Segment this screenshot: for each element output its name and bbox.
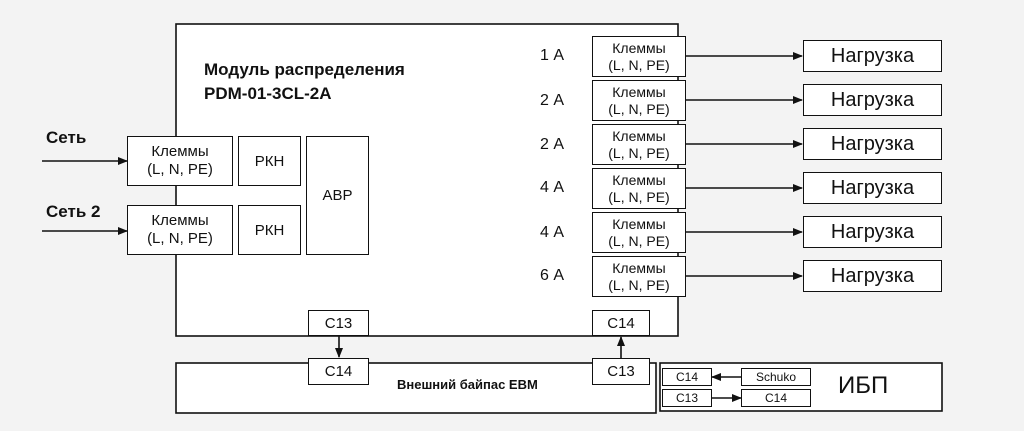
- output-terminals: [592, 80, 686, 121]
- output-rating: 4 А: [540, 224, 565, 241]
- terminals-label: Клеммы: [612, 215, 666, 232]
- terminals-phases-label: (L, N, PE): [608, 188, 670, 205]
- grid1-label: Сеть: [46, 128, 87, 147]
- load-label: Нагрузка: [830, 264, 915, 287]
- terminals-phases-label: (L, N, PE): [147, 161, 213, 178]
- bypass-c14-label: C14: [324, 363, 353, 380]
- output-terminals: [592, 212, 686, 253]
- terminals-phases-label: (L, N, PE): [608, 56, 670, 73]
- output-terminals: [592, 256, 686, 297]
- bypass-title: Внешний байпас ЕВМ: [397, 377, 538, 392]
- load-box: [803, 40, 942, 72]
- output-terminals-label: Клеммы (L, N, PE): [592, 124, 686, 165]
- terminals-phases-label: (L, N, PE): [608, 232, 670, 249]
- terminals-label: Клеммы: [612, 39, 666, 56]
- output-terminals: [592, 36, 686, 77]
- cable-c13-connector: [662, 389, 712, 407]
- module-model: PDM-01-3CL-2A: [204, 84, 332, 103]
- rkn-2-label: РКН: [254, 221, 285, 239]
- output-terminals-label: Клеммы (L, N, PE): [592, 36, 686, 77]
- output-terminals-label: Клеммы (L, N, PE): [592, 168, 686, 209]
- rkn-2: [238, 205, 301, 255]
- terminals-phases-label: (L, N, PE): [147, 230, 213, 247]
- output-terminals-label: Клеммы (L, N, PE): [592, 80, 686, 121]
- load-label: Нагрузка: [830, 176, 915, 199]
- ups-c14-label: C14: [764, 391, 787, 405]
- input-terminals-2: [127, 205, 233, 255]
- terminals-label: Клеммы: [612, 83, 666, 100]
- rkn-1-label: РКН: [254, 152, 285, 170]
- load-box: [803, 128, 942, 160]
- terminals-phases-label: (L, N, PE): [608, 100, 670, 117]
- terminals-label: Клеммы: [612, 171, 666, 188]
- output-terminals: [592, 168, 686, 209]
- grid2-label: Сеть 2: [46, 202, 101, 221]
- load-box: [803, 84, 942, 116]
- output-rating: 6 А: [540, 267, 565, 284]
- bypass-c13-connector: [592, 358, 650, 385]
- input-terminals-2-label: Клеммы (L, N, PE): [127, 205, 233, 255]
- output-terminals: [592, 124, 686, 165]
- avr-label: АВР: [322, 187, 353, 204]
- ups-schuko-connector: [741, 368, 811, 386]
- load-label: Нагрузка: [830, 44, 915, 67]
- terminals-phases-label: (L, N, PE): [608, 144, 670, 161]
- bypass-outline: [175, 362, 657, 414]
- load-box: [803, 172, 942, 204]
- terminals-label: Клеммы: [612, 127, 666, 144]
- output-rating: 1 А: [540, 47, 565, 64]
- cable-c14-connector: [662, 368, 712, 386]
- cable-c13-label: C13: [675, 391, 698, 405]
- load-label: Нагрузка: [830, 88, 915, 111]
- ups-schuko-label: Schuko: [755, 370, 797, 384]
- output-rating: 4 А: [540, 179, 565, 196]
- terminals-label: Клеммы: [151, 143, 209, 160]
- module-c14-connector: [592, 310, 650, 336]
- module-c13-label: C13: [324, 314, 353, 332]
- output-rating: 2 А: [540, 92, 565, 109]
- bypass-c14-connector: [308, 358, 369, 385]
- module-title: Модуль распределения: [204, 60, 405, 79]
- ups-title: ИБП: [838, 372, 889, 399]
- bypass-c13-label: C13: [607, 363, 635, 380]
- ups-c14-connector: [741, 389, 811, 407]
- load-box: [803, 260, 942, 292]
- load-label: Нагрузка: [830, 132, 915, 155]
- output-rating: 2 А: [540, 136, 565, 153]
- load-label: Нагрузка: [830, 220, 915, 243]
- output-terminals-label: Клеммы (L, N, PE): [592, 212, 686, 253]
- cable-c14-label: C14: [675, 370, 698, 384]
- rkn-1: [238, 136, 301, 186]
- output-terminals-label: Клеммы (L, N, PE): [592, 256, 686, 297]
- module-c14-label: C14: [607, 314, 635, 332]
- load-box: [803, 216, 942, 248]
- terminals-label: Клеммы: [151, 212, 209, 229]
- input-terminals-1-label: Клеммы (L, N, PE): [127, 136, 233, 186]
- avr-block: [306, 136, 369, 255]
- terminals-label: Клеммы: [612, 259, 666, 276]
- module-c13-connector: [308, 310, 369, 336]
- input-terminals-1: [127, 136, 233, 186]
- terminals-phases-label: (L, N, PE): [608, 276, 670, 293]
